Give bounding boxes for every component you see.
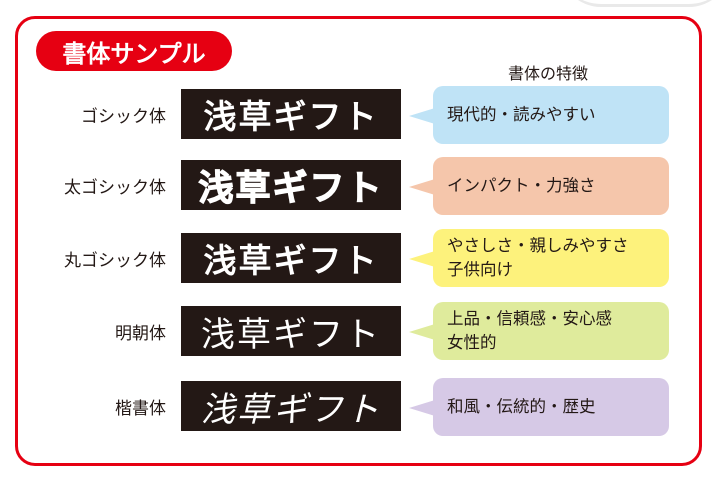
font-label: 明朝体 [115, 323, 166, 344]
feature-bubble: 現代的・読みやすい [409, 86, 669, 144]
title-badge: 書体サンプル [36, 31, 232, 71]
feature-text: 和風・伝統的・歴史 [447, 397, 596, 416]
feature-text: インパクト・力強さ [447, 176, 596, 195]
font-row-mincho: 明朝体 浅草ギフト 上品・信頼感・安心感 女性的 [0, 302, 720, 360]
bubble-tail [409, 400, 435, 416]
font-sample: 浅草ギフト [181, 233, 401, 283]
bubble-tail [409, 108, 435, 124]
font-label: 太ゴシック体 [64, 177, 166, 198]
features-header: 書体の特徴 [507, 64, 588, 83]
feature-text: 現代的・読みやすい [447, 105, 596, 124]
top-decorative-arc [560, 0, 720, 7]
font-label: 丸ゴシック体 [64, 250, 166, 271]
font-label: 楷書体 [115, 398, 166, 419]
feature-text: 子供向け [447, 260, 513, 279]
bubble-tail [409, 179, 435, 195]
feature-bubble: やさしさ・親しみやすさ 子供向け [409, 229, 669, 287]
font-row-round-gothic: 丸ゴシック体 浅草ギフト やさしさ・親しみやすさ 子供向け [0, 229, 720, 287]
font-sample: 浅草ギフト [181, 160, 401, 210]
bubble-tail [409, 324, 435, 340]
font-sample: 浅草ギフト [181, 89, 401, 139]
feature-text: 女性的 [447, 333, 497, 352]
feature-text: 上品・信頼感・安心感 [447, 309, 612, 328]
font-row-bold-gothic: 太ゴシック体 浅草ギフト インパクト・力強さ [0, 157, 720, 215]
content-frame [15, 16, 702, 466]
bubble-tail [409, 251, 435, 267]
font-row-gothic: ゴシック体 浅草ギフト 現代的・読みやすい [0, 86, 720, 144]
font-sample: 浅草ギフト [181, 306, 401, 356]
font-sample: 浅草ギフト [181, 381, 401, 431]
feature-bubble: 和風・伝統的・歴史 [409, 378, 669, 436]
feature-text: やさしさ・親しみやすさ [447, 236, 629, 255]
font-row-kaisho: 楷書体 浅草ギフト 和風・伝統的・歴史 [0, 378, 720, 436]
feature-bubble: インパクト・力強さ [409, 157, 669, 215]
font-label: ゴシック体 [81, 106, 166, 127]
feature-bubble: 上品・信頼感・安心感 女性的 [409, 302, 669, 360]
